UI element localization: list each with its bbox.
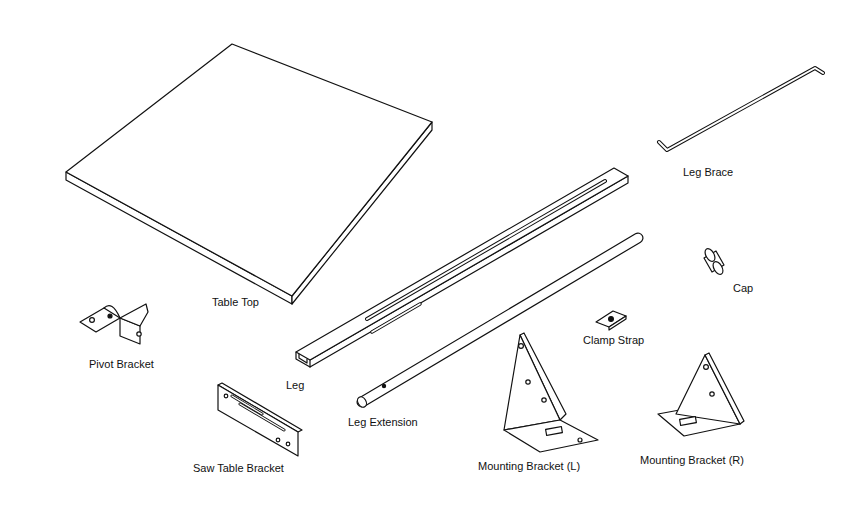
part-label: Leg [286, 379, 304, 392]
part-label: Saw Table Bracket [193, 462, 284, 475]
clamp-strap-drawing [596, 311, 626, 330]
mounting-bracket-left-drawing [504, 333, 598, 452]
saw-table-bracket-drawing [218, 383, 302, 456]
part-label: Table Top [212, 296, 259, 309]
part-label: Clamp Strap [583, 334, 644, 347]
cap-drawing [703, 247, 725, 276]
part-label: Leg Extension [348, 416, 418, 429]
part-label: Mounting Bracket (L) [478, 460, 580, 473]
table-top-drawing [66, 44, 432, 304]
part-label: Pivot Bracket [89, 358, 154, 371]
part-label: Leg Brace [683, 166, 733, 179]
mounting-bracket-right-drawing [658, 353, 744, 436]
leg-brace-drawing [659, 68, 823, 150]
leg-extension-drawing [356, 238, 638, 409]
part-label: Mounting Bracket (R) [640, 454, 744, 467]
part-label: Cap [733, 282, 753, 295]
pivot-bracket-drawing [80, 304, 148, 344]
